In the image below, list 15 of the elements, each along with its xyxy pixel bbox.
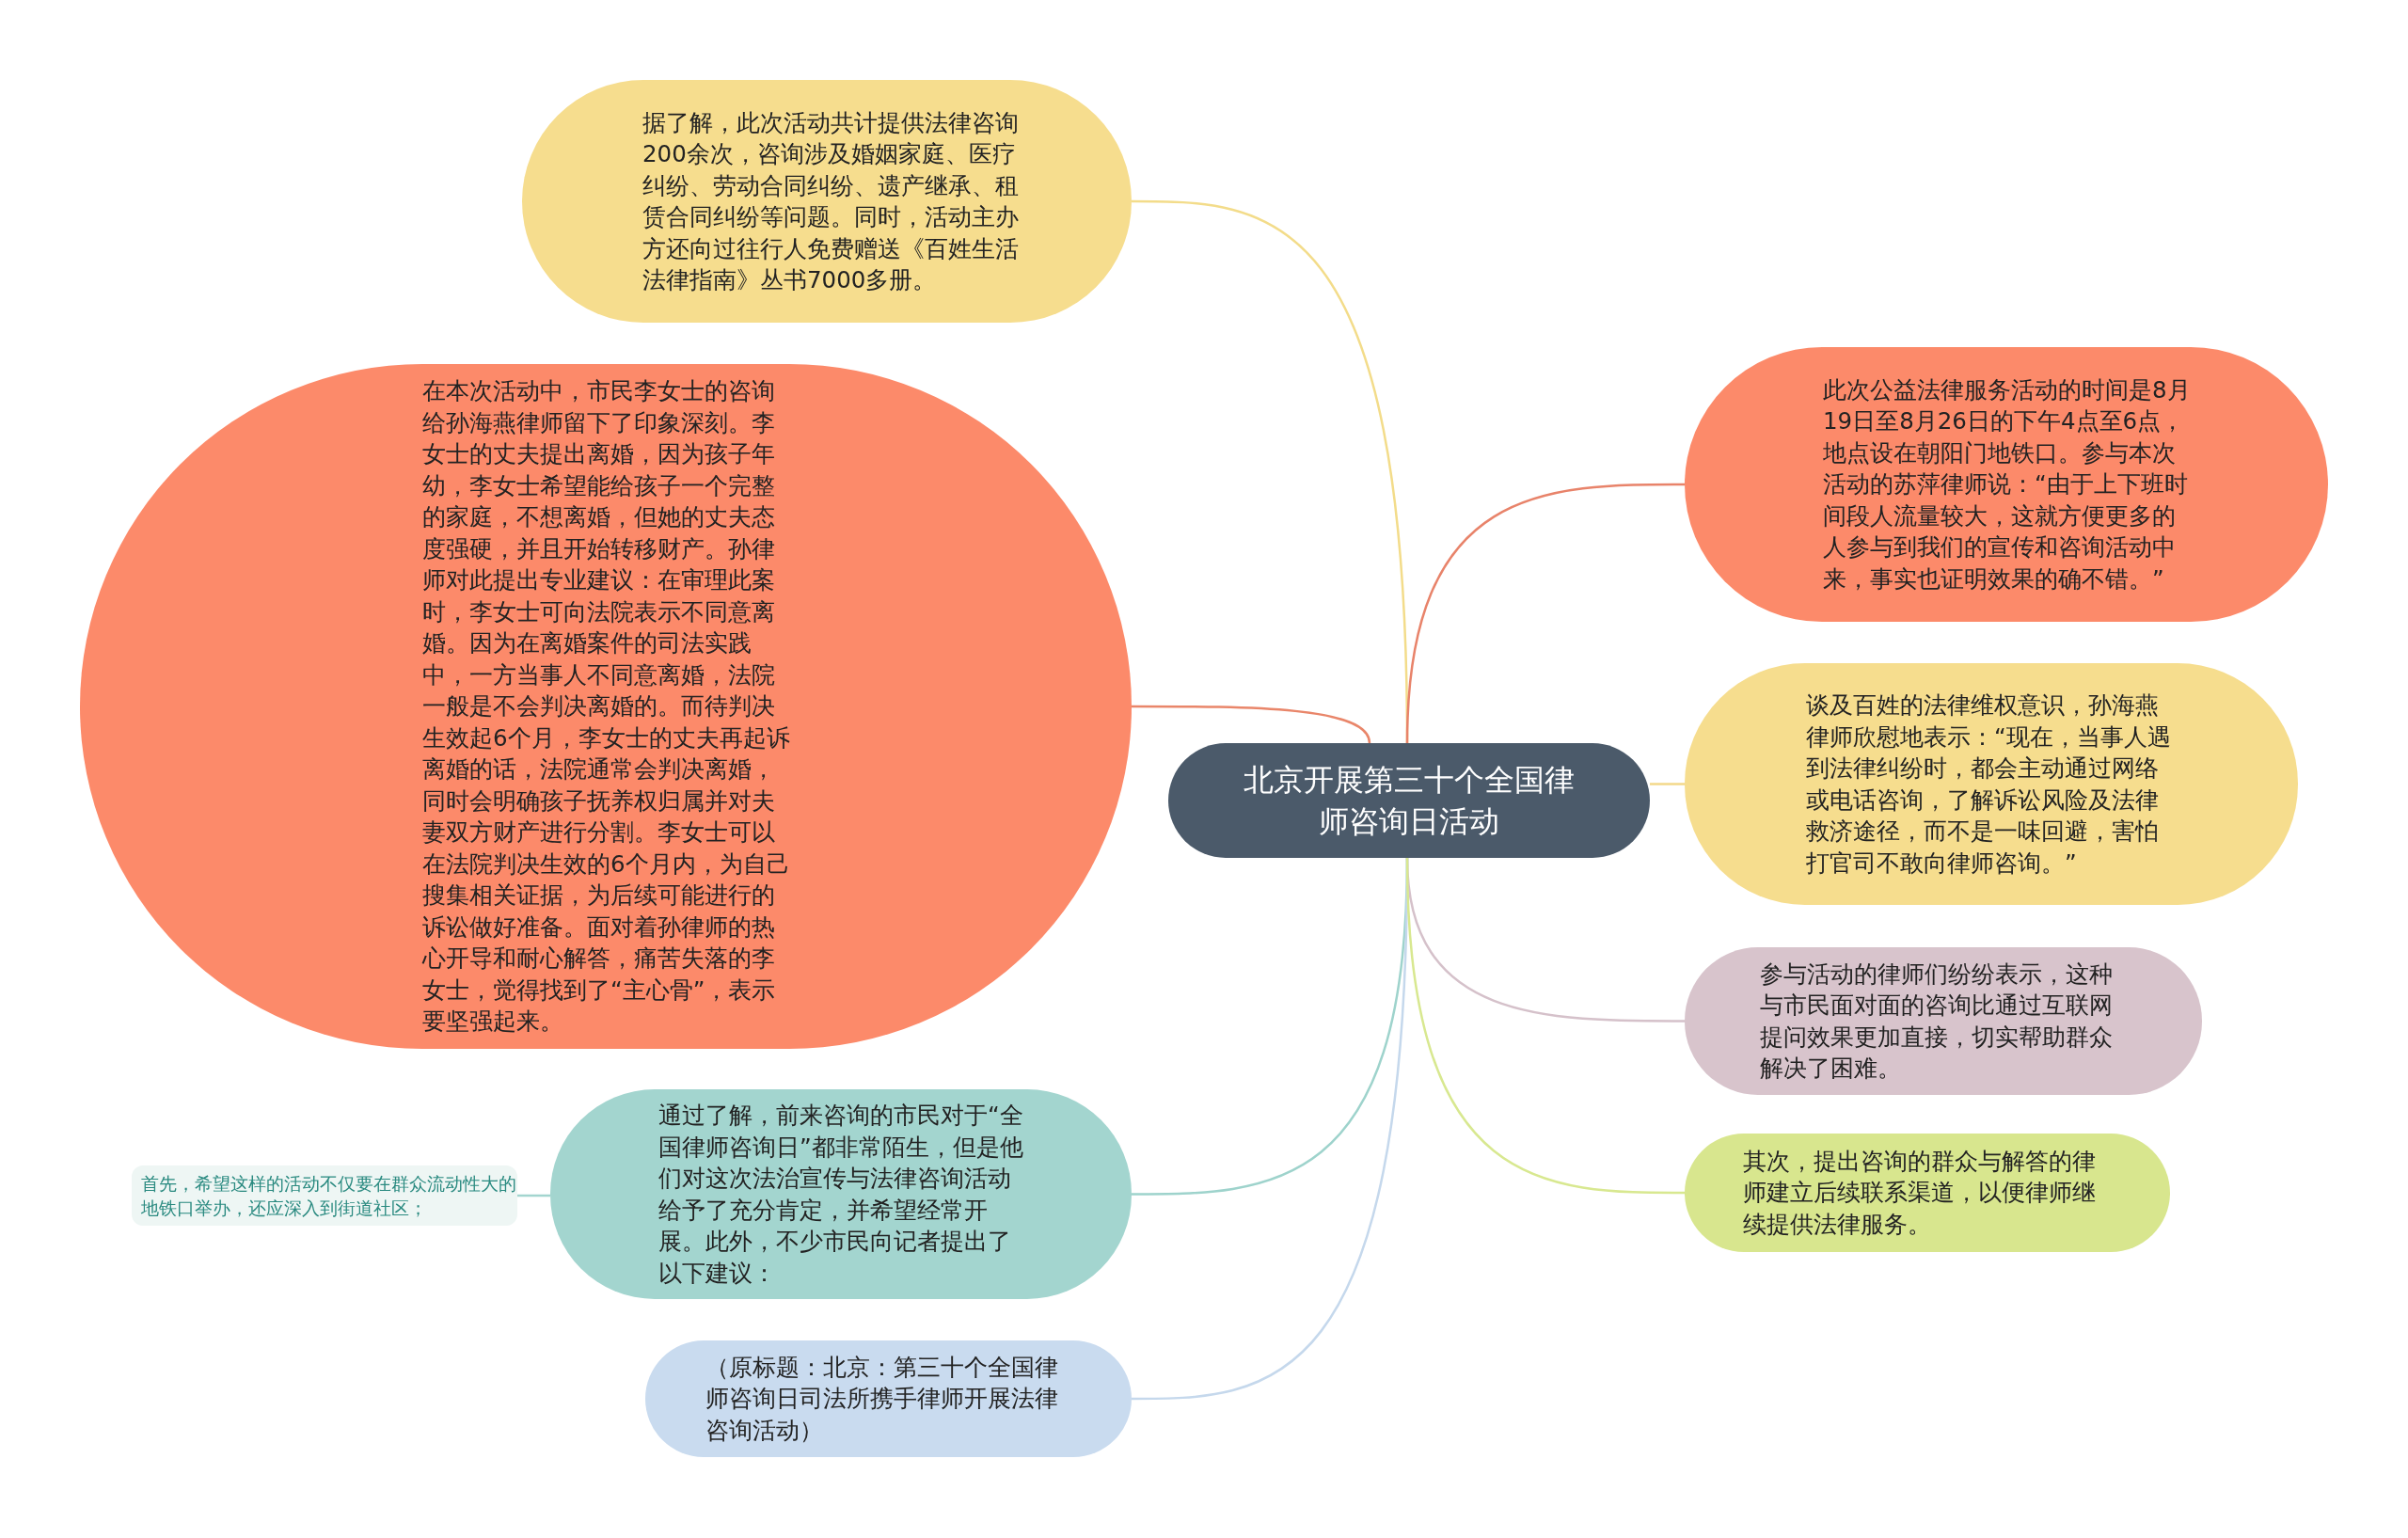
central-topic: 北京开展第三十个全国律师咨询日活动 <box>1168 743 1650 858</box>
connector-line <box>1405 483 1685 744</box>
topic-bubble: 此次公益法律服务活动的时间是8月19日至8月26日的下午4点至6点，地点设在朝阳门地铁口。参与本次活动的苏萍律师说：“由于上下班时间段人流量较大，这就方便更多的人参与到我们的宣传和咨询活动中来，事实也证明效果的确不错。” <box>1685 347 2328 622</box>
connector-line <box>1405 857 1685 1195</box>
topic-bubble: 通过了解，前来咨询的市民对于“全国律师咨询日”都非常陌生，但是他们对这次法治宣传与法律咨询活动给予了充分肯定，并希望经常开展。此外，不少市民向记者提出了以下建议： <box>550 1089 1132 1299</box>
topic-bubble: 据了解，此次活动共计提供法律咨询200余次，咨询涉及婚姻家庭、医疗纠纷、劳动合同纠纷、遗产继承、租赁合同纠纷等问题。同时，活动主办方还向过往行人免费赠送《百姓生活法律指南》丛书7000多册。 <box>522 80 1132 323</box>
topic-bubble: 其次，提出咨询的群众与解答的律师建立后续联系渠道，以便律师继续提供法律服务。 <box>1685 1134 2170 1252</box>
topic-bubble: 谈及百姓的法律维权意识，孙海燕律师欣慰地表示：“现在，当事人遇到法律纠纷时，都会主动通过网络或电话咨询，了解诉讼风险及法律救济途径，而不是一味回避，害怕打官司不敢向律师咨询。” <box>1685 663 2298 905</box>
connector-line <box>517 1194 550 1197</box>
connector-line <box>1650 783 1685 785</box>
topic-bubble: 在本次活动中，市民李女士的咨询给孙海燕律师留下了印象深刻。李女士的丈夫提出离婚，因为孩子年幼，李女士希望能给孩子一个完整的家庭，不想离婚，但她的丈夫态度强硬，并且开始转移财产。孙律师对此提出专业建议：在审理此案时，李女士可向法院表示不同意离婚。因为在离婚案件的司法实践中，一方当事人不同意离婚，法院一般是不会判决离婚的。而待判决生效起6个月，李女士的丈夫再起诉离婚的话，法院通常会判决离婚，同时会明确孩子抚养权归属并对夫妻双方财产进行分割。李女士可以在法院判决生效的6个月内，为自己搜集相关证据，为后续可能进行的诉讼做好准备。面对着孙律师的热心开导和耐心解答，痛苦失落的李女士，觉得找到了“主心骨”，表示要坚强起来。 <box>80 364 1132 1049</box>
topic-bubble: 参与活动的律师们纷纷表示，这种与市民面对面的咨询比通过互联网提问效果更加直接，切实帮助群众解决了困难。 <box>1685 947 2202 1095</box>
note-card: 首先，希望这样的活动不仅要在群众流动性大的地铁口举办，还应深入到街道社区； <box>132 1165 517 1226</box>
connector-line <box>1132 705 1371 744</box>
topic-bubble: （原标题：北京：第三十个全国律师咨询日司法所携手律师开展法律咨询活动） <box>645 1340 1132 1457</box>
